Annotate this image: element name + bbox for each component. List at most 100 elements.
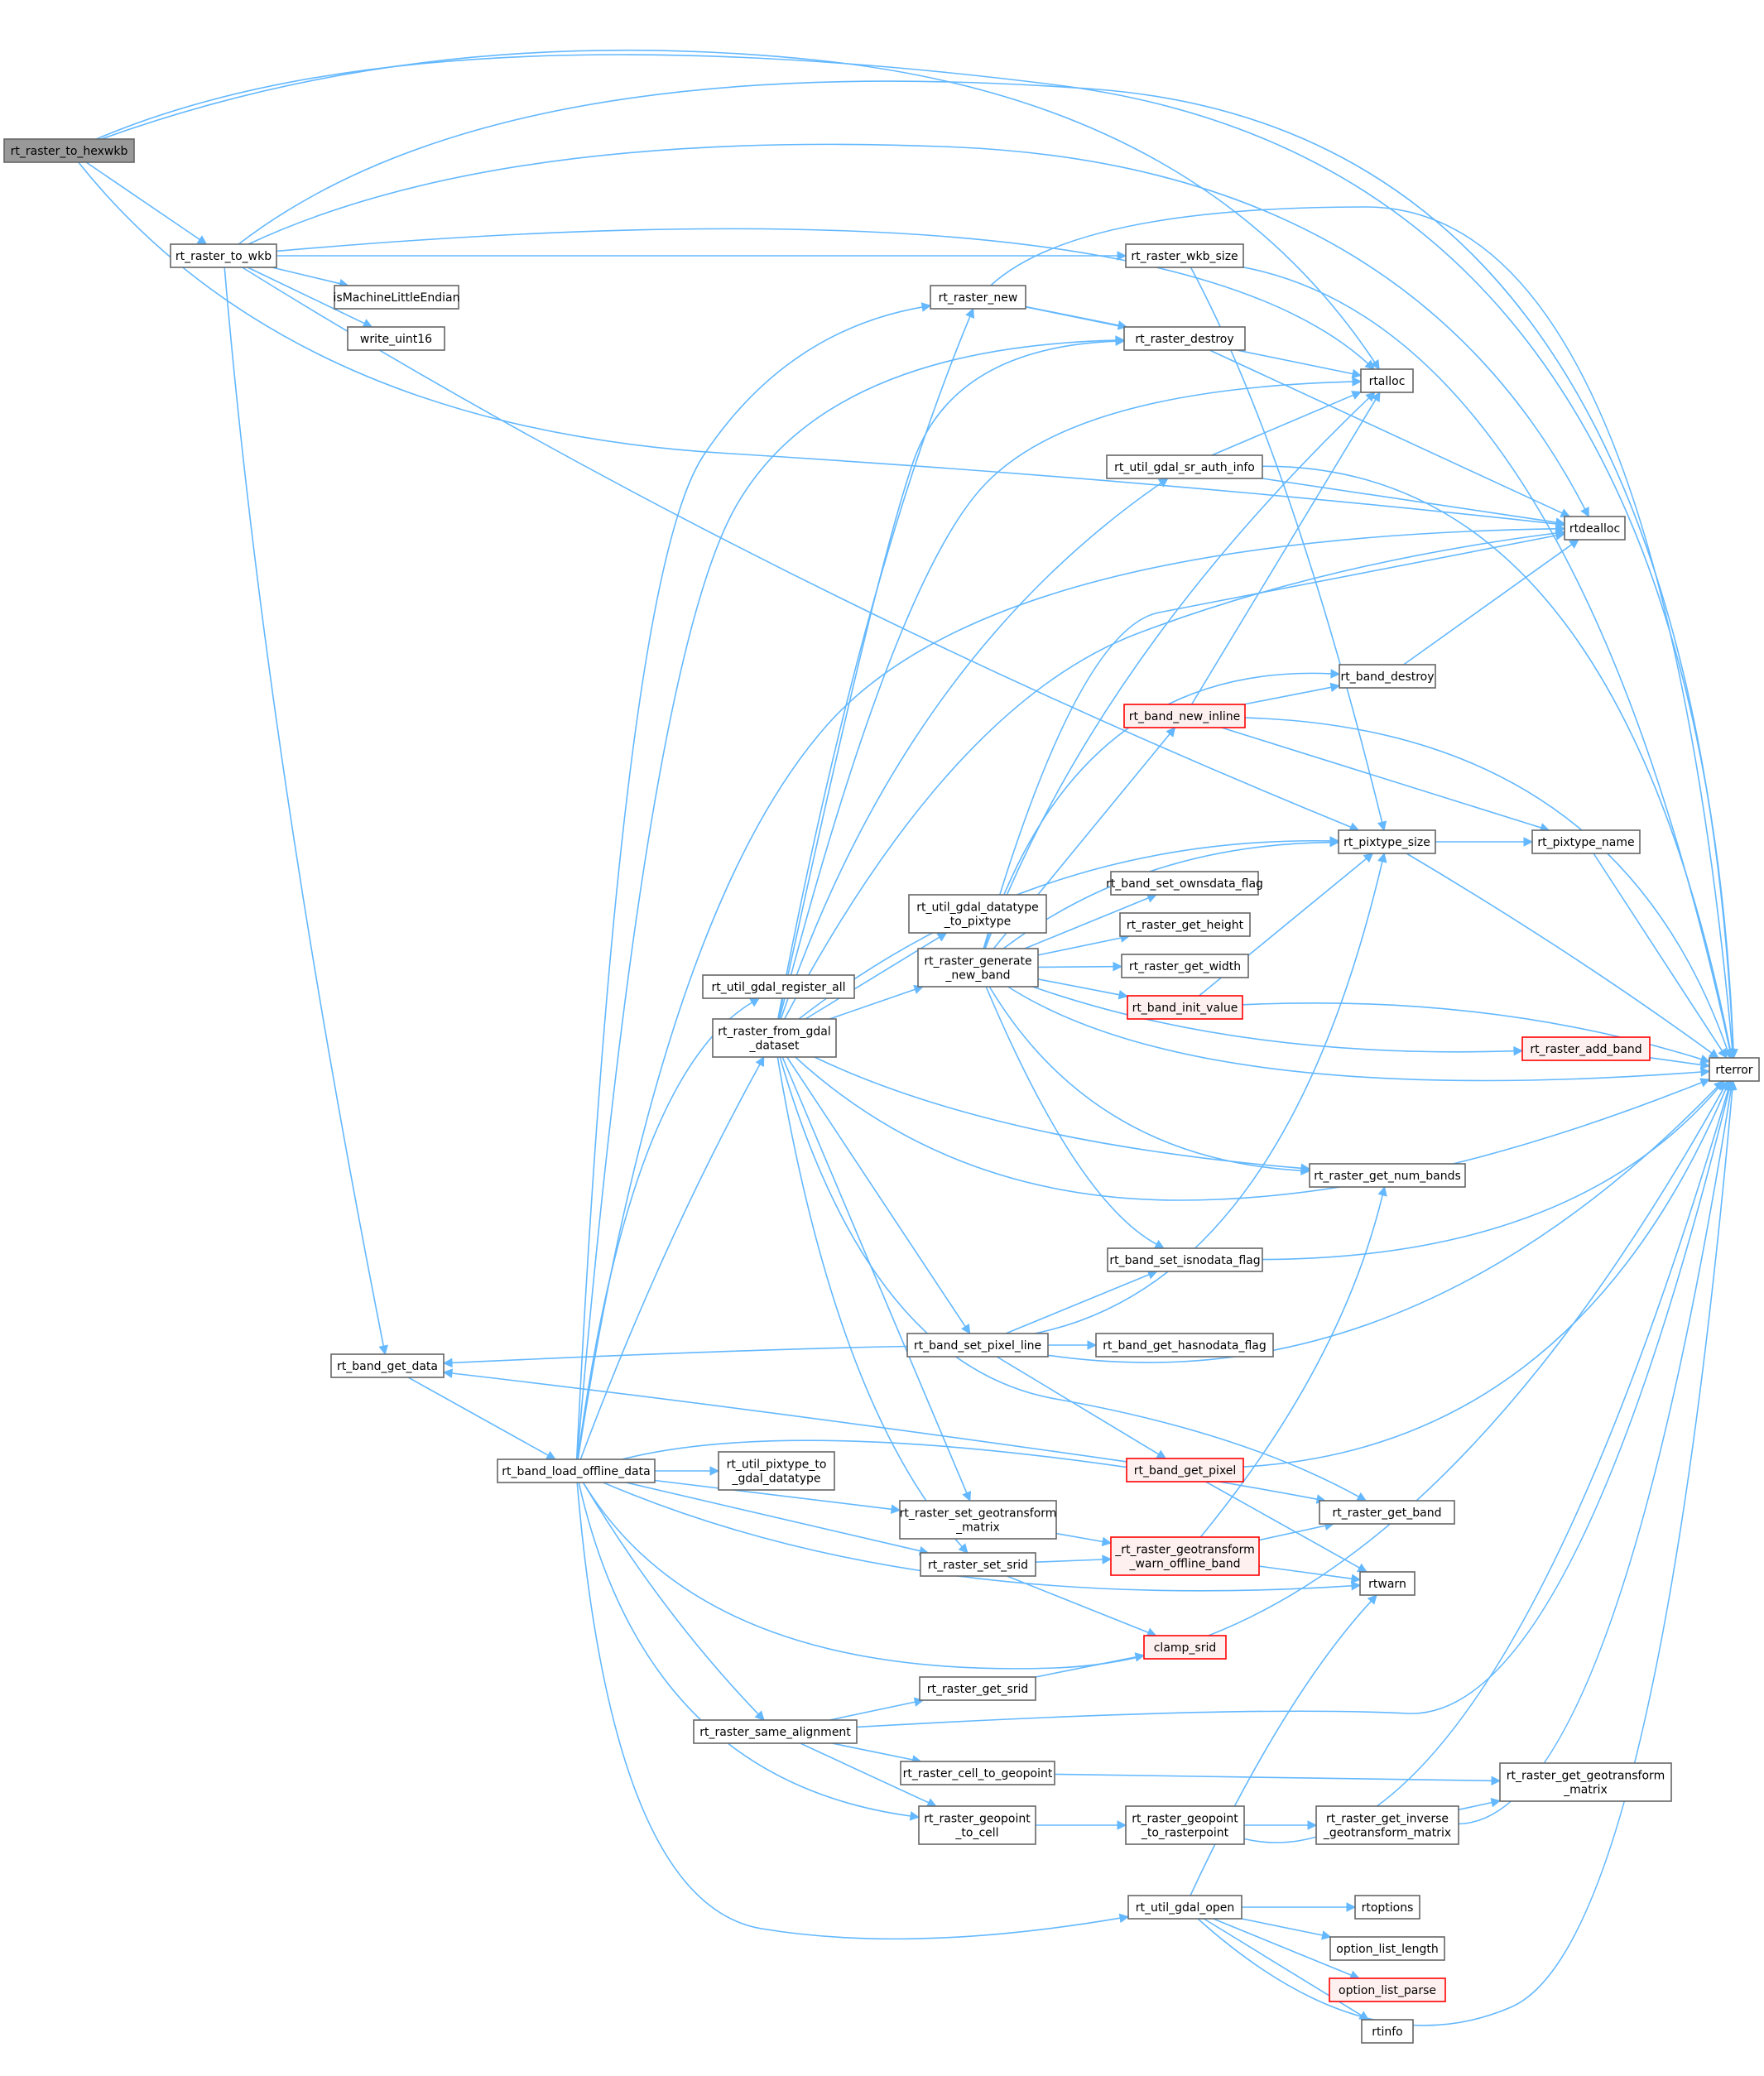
call-edge-from_gdal-to-num_bands [814,1056,1311,1173]
function-node-rt-raster-set-geotransform-matrix[interactable]: rt_raster_set_geotransform_matrix [899,1500,1057,1540]
function-node-rtinfo[interactable]: rtinfo [1361,2019,1414,2044]
node-label: rt_raster_same_alignment [699,1726,851,1739]
function-node-rt-band-get-data[interactable]: rt_band_get_data [330,1353,445,1378]
function-node-rt-util-gdal-open[interactable]: rt_util_gdal_open [1127,1895,1242,1920]
function-node-rtalloc[interactable]: rtalloc [1360,368,1414,393]
node-label: rt_util_gdal_open [1136,1901,1235,1915]
function-node-rt-pixtype-name[interactable]: rt_pixtype_name [1531,829,1641,854]
node-label: rtwarn [1368,1578,1406,1591]
node-label: rt_raster_from_gdal [718,1026,831,1039]
function-node-rt-band-set-isnodata-flag[interactable]: rt_band_set_isnodata_flag [1107,1247,1263,1272]
call-edge-inv_geo-to-rterror [1458,1079,1736,1825]
call-edge-from_gdal-to-set_geomat [781,1056,972,1502]
function-node-rt-raster-wkb-size[interactable]: rt_raster_wkb_size [1125,243,1244,268]
node-label: rterror [1715,1064,1752,1077]
function-node-rt-raster-get-inverse-geotransform-matrix[interactable]: rt_raster_get_inverse_geotransform_matri… [1315,1805,1459,1845]
function-node-isMachineLittleEndian[interactable]: isMachineLittleEndian [334,285,460,310]
function-node-rt-band-load-offline-data[interactable]: rt_band_load_offline_data [497,1458,656,1483]
function-node-rt-raster-new[interactable]: rt_raster_new [930,285,1026,310]
node-label: rt_raster_to_wkb [175,250,272,263]
node-label: _rt_raster_geotransform [1114,1544,1254,1557]
node-label: rt_raster_get_num_bands [1314,1170,1461,1183]
function-node-rt-raster-get-band[interactable]: rt_raster_get_band [1319,1500,1455,1525]
function-node-rtdealloc[interactable]: rtdealloc [1564,516,1626,541]
call-edge-isnodata-to-rterror [1262,1080,1725,1261]
node-label: option_list_length [1336,1943,1438,1956]
function-node-rt-util-gdal-datatype-to-pixtype[interactable]: rt_util_gdal_datatype_to_pixtype [908,894,1047,934]
node-label: rt_raster_to_hexwkb [11,145,128,158]
function-node-rt-raster-get-num-bands[interactable]: rt_raster_get_num_bands [1309,1163,1466,1188]
function-node-rt-pixtype-size[interactable]: rt_pixtype_size [1338,829,1436,854]
node-label: rt_raster_set_srid [928,1559,1028,1572]
call-edge-wkb_size-to-rterror [1242,267,1735,1060]
function-node-rt-band-get-hasnodata-flag[interactable]: rt_band_get_hasnodata_flag [1095,1333,1274,1358]
function-node-option-list-parse[interactable]: option_list_parse [1329,1977,1446,2002]
node-label: rt_raster_get_inverse [1326,1813,1449,1826]
call-edge-load_offline-to-raster_new [575,302,932,1460]
function-node-rt-raster-to-wkb[interactable]: rt_raster_to_wkb [170,243,277,268]
function-node-rt-util-gdal-register-all[interactable]: rt_util_gdal_register_all [702,974,855,999]
node-label: rt_util_gdal_register_all [712,981,846,994]
call-edge-band_new_inline-to-rterror [1244,717,1733,1060]
call-edge-sr_auth-to-rtdealloc [1262,478,1566,527]
call-edge-gdal_open-to-rterror [1197,1079,1738,2026]
function-node-rtoptions[interactable]: rtoptions [1354,1895,1420,1920]
function-node-rt-band-get-pixel[interactable]: rt_band_get_pixel [1126,1458,1244,1483]
function-node-rt-raster-geotransform-warn-offline-band[interactable]: _rt_raster_geotransform_warn_offline_ban… [1110,1536,1260,1576]
function-node-rt-raster-same-alignment[interactable]: rt_raster_same_alignment [693,1719,858,1744]
node-label: clamp_srid [1154,1641,1217,1655]
function-node-rt-raster-set-srid[interactable]: rt_raster_set_srid [920,1552,1036,1577]
call-edge-geo2raster-to-rterror [1243,1079,1733,1843]
function-node-rt-raster-geopoint-to-cell[interactable]: rt_raster_geopoint_to_cell [918,1805,1036,1845]
function-node-rt-raster-add-band[interactable]: rt_raster_add_band [1521,1036,1651,1061]
node-label: rt_pixtype_name [1537,836,1634,849]
function-node-rt-raster-cell-to-geopoint[interactable]: rt_raster_cell_to_geopoint [900,1761,1055,1785]
node-label: rt_band_set_ownsdata_flag [1106,877,1263,891]
function-node-option-list-length[interactable]: option_list_length [1329,1936,1445,1961]
function-node-rt-band-new-inline[interactable]: rt_band_new_inline [1123,704,1246,728]
function-node-rt-band-init-value[interactable]: rt_band_init_value [1127,995,1243,1020]
function-node-rtwarn[interactable]: rtwarn [1359,1571,1416,1596]
function-node-rt-raster-geopoint-to-rasterpoint[interactable]: rt_raster_geopoint_to_rasterpoint [1125,1805,1245,1845]
node-label: _matrix [1563,1784,1608,1797]
function-node-clamp-srid[interactable]: clamp_srid [1143,1635,1227,1660]
node-label: rtoptions [1362,1901,1414,1915]
function-node-rt-raster-get-height[interactable]: rt_raster_get_height [1119,912,1251,937]
function-node-rt-raster-get-srid[interactable]: rt_raster_get_srid [919,1676,1036,1701]
node-label: rt_band_init_value [1132,1002,1238,1015]
call-edge-gdal_open-to-opt_len [1241,1918,1332,1940]
function-node-rt-util-pixtype-to-gdal-datatype[interactable]: rt_util_pixtype_to_gdal_datatype [718,1451,835,1491]
call-edge-set_pixline-to-pixtype_size [1034,852,1387,1334]
node-label: _matrix [955,1521,1000,1535]
node-label: rt_util_pixtype_to [727,1458,827,1472]
function-node-rt-band-set-pixel-line[interactable]: rt_band_set_pixel_line [906,1333,1049,1358]
node-label: rt_raster_set_geotransform [900,1507,1057,1521]
function-node-rt-band-destroy[interactable]: rt_band_destroy [1339,664,1436,689]
call-edge-same_align-to-get_srid [829,1697,925,1721]
node-label: rtalloc [1369,375,1406,388]
call-edge-set_geomat-to-geo_warn [1055,1532,1113,1547]
node-label: rt_raster_geopoint [924,1813,1031,1826]
function-node-rt-raster-from-gdal-dataset[interactable]: rt_raster_from_gdal_dataset [712,1018,837,1058]
call-edge-gen_band-to-band_destroy [983,669,1341,949]
function-node-rt-raster-get-width[interactable]: rt_raster_get_width [1121,954,1249,978]
function-node-rt-band-set-ownsdata-flag[interactable]: rt_band_set_ownsdata_flag [1106,871,1263,896]
call-edge-load_offline-to-from_gdal [579,1056,765,1460]
function-node-rt-raster-to-hexwkb: rt_raster_to_hexwkb [3,138,135,163]
call-edge-gen_band-to-rtdealloc [983,531,1566,949]
node-label: rtinfo [1372,2026,1403,2039]
node-label: _to_pixtype [944,915,1011,929]
function-node-rt-raster-generate-new-band[interactable]: rt_raster_generate_new_band [917,948,1039,988]
function-node-write-uint16[interactable]: write_uint16 [347,326,445,351]
function-node-rt-raster-destroy[interactable]: rt_raster_destroy [1123,326,1246,351]
function-node-rt-util-gdal-sr-auth-info[interactable]: rt_util_gdal_sr_auth_info [1106,454,1263,479]
call-edge-load_offline-to-rterror [582,1080,1728,1670]
call-edge-from_gdal-to-rtalloc [778,377,1363,1020]
function-node-rterror[interactable]: rterror [1709,1057,1760,1082]
call-edge-load_offline-to-reg_all [577,997,761,1460]
call-edge-from_gdal-to-get_band [779,1056,1367,1502]
function-node-rt-raster-get-geotransform-matrix[interactable]: rt_raster_get_geotransform_matrix [1499,1762,1672,1802]
call-edge-load_offline-to-pix_to_gdal [655,1466,720,1476]
call-edge-cell2geo-to-get_geomat [1054,1773,1502,1786]
